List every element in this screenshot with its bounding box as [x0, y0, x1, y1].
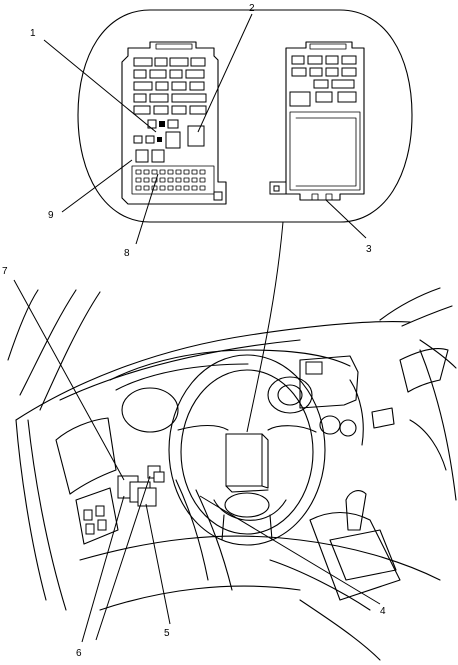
callout-6: 6	[76, 648, 82, 659]
steering-wheel	[168, 354, 326, 546]
leader-line-9	[61, 159, 133, 213]
leader-line-4	[199, 495, 381, 605]
callout-8: 8	[124, 248, 130, 259]
leader-line-1	[43, 39, 157, 133]
leader-line-2	[197, 13, 253, 133]
callout-3: 3	[366, 244, 372, 255]
leader-line-6a	[81, 495, 125, 643]
callout-7: 7	[2, 266, 8, 277]
leader-line-7	[13, 279, 125, 481]
leader-line-5	[145, 503, 171, 625]
leader-line-8	[135, 173, 159, 245]
leader-line-6b	[95, 475, 151, 641]
dashboard-scene	[7, 287, 457, 661]
callout-1: 1	[30, 28, 36, 39]
detail-balloon-outline	[77, 9, 413, 223]
callout-2: 2	[249, 3, 255, 14]
balloon-pointer-line	[246, 221, 284, 433]
leader-line-3	[325, 199, 367, 239]
callout-5: 5	[164, 628, 170, 639]
control-unit-box	[269, 41, 365, 201]
callout-4: 4	[380, 606, 386, 617]
under-dash-fuse-relay-box	[121, 41, 227, 205]
callout-9: 9	[48, 210, 54, 221]
